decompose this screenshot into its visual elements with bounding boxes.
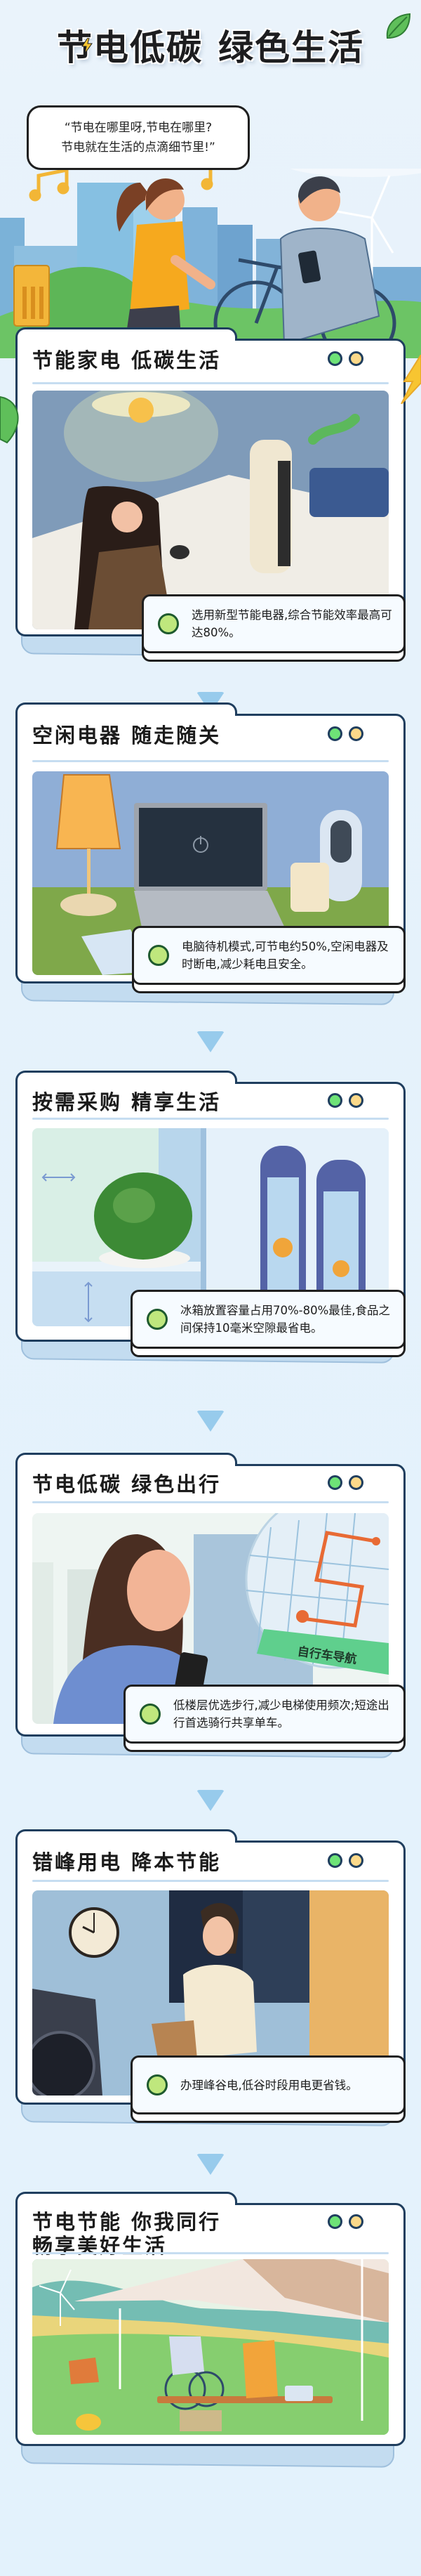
tip-note: 办理峰谷电,低谷时段用电更省钱。 [131,2055,406,2123]
card-off-peak-usage: 错峰用电 降本节能 办理峰谷电,低谷时段用电更省钱。 [15,1829,406,2126]
tip-note: 电脑待机模式,可节电约50%,空闲电器及时断电,减少耗电且安全。 [132,926,406,993]
window-dots [328,351,363,366]
laptop-icon [285,2386,313,2401]
tip-note: 低楼层优选步行,减少电梯使用频次;短途出行首选骑行共享单车。 [123,1685,406,1752]
vertical-arrow-icon [84,1281,93,1323]
music-note-icon [29,169,213,202]
man-figure [203,1916,234,1956]
tip-text: 低楼层优选步行,减少电梯使用频次;短途出行首选骑行共享单车。 [173,1699,389,1730]
card-divider [32,760,389,762]
speech-bubble: “节电在哪里呀,节电在哪里? 节电就在生活的点滴细节里!” [27,105,250,170]
down-arrow-icon [196,1031,225,1052]
card-divider [32,382,389,384]
bullet-dot-icon [148,945,169,966]
window-dots [328,1475,363,1490]
bullet-dot-icon [147,2074,168,2096]
laundry-basket-icon [152,2020,197,2062]
man-taking-selfie-figure [243,2340,278,2398]
green-dot-icon [328,2214,342,2229]
card-title: 错峰用电 降本节能 [32,1850,222,1874]
yellow-dot-icon [349,1853,363,1868]
lightning-bolt-icon [81,38,93,53]
card-buy-on-demand: 按需采购 精享生活 冰箱放 [15,1071,406,1364]
butterfly-icon [76,2414,101,2431]
window-dots [328,1093,363,1108]
card-title: 节电低碳 绿色出行 [32,1472,222,1496]
remote-control-icon [170,545,189,559]
bullet-dot-icon [147,1309,168,1330]
yellow-dot-icon [349,2214,363,2229]
leaf-decoration-icon [0,395,19,444]
card-divider [32,1880,389,1882]
green-dot-icon [328,1093,342,1108]
air-conditioner-icon [309,468,389,517]
tip-text: 电脑待机模式,可节电约50%,空闲电器及时断电,减少耗电且安全。 [182,940,389,971]
tip-note: 冰箱放置容量占用70%-80%最佳,食品之间保持10毫米空隙最省电。 [131,1290,406,1357]
man-with-phone-figure [279,176,380,346]
location-pin-icon [296,1610,309,1623]
wind-turbine-icon [39,2269,75,2326]
card-divider [32,1501,389,1503]
yellow-dot-icon [349,351,363,366]
green-dot-icon [328,1853,342,1868]
bike-navigation-banner [257,1629,389,1675]
tip-text: 冰箱放置容量占用70%-80%最佳,食品之间保持10毫米空隙最省电。 [180,1304,391,1335]
leaf-icon [386,13,411,39]
page-title: 节电低碳绿色生活 [0,20,421,70]
card-illustration [32,391,389,629]
desk-lamp-icon [55,774,121,849]
window-dots [328,726,363,741]
tip-text: 办理峰谷电,低谷时段用电更省钱。 [180,2078,358,2092]
page-title-part1: 节电低碳 [57,27,203,68]
route-line [302,1531,377,1628]
tip-text: 选用新型节能电器,综合节能效率最高可达80%。 [192,608,392,639]
cyclist-figure [169,2336,204,2375]
down-arrow-icon [196,1411,225,1432]
recycle-bin-icon [13,265,50,327]
yellow-dot-icon [349,1475,363,1490]
child-figure [69,2358,99,2384]
light-bulb-icon [128,398,154,423]
card-energy-saving-appliances: 节能家电 低碳生活 选用新型节能电器,综合节能效率最高可达80%。 [15,327,406,662]
green-dot-icon [328,351,342,366]
down-arrow-icon [196,1790,225,1811]
card-illustration [32,2259,389,2435]
page-title-part2: 绿色生活 [218,27,364,68]
card-title: 节电节能 你我同行 畅享美好生活 [32,2210,221,2258]
card-title: 按需采购 精享生活 [32,1090,222,1114]
down-arrow-icon [196,2154,225,2175]
card-green-travel: 节电低碳 绿色出行 自行车导航 [15,1453,406,1758]
lightning-decoration-icon [401,355,421,404]
map-magnifier [245,1513,389,1669]
window-dots [328,2214,363,2229]
bullet-dot-icon [140,1704,161,1725]
card-divider [32,2252,389,2254]
green-dot-icon [328,726,342,741]
card-idle-appliances: 空闲电器 随走随关 电脑待机模式,可节电约50%,空闲电器及时断电,减少耗电且安… [15,702,406,1005]
mug-icon [290,863,329,912]
bullet-dot-icon [158,613,179,634]
card-title-line-1: 节电节能 你我同行 [32,2210,222,2234]
speech-line-2: 节电就在生活的点滴细节里!” [61,140,215,155]
speech-line-1: “节电在哪里呀,节电在哪里? [64,121,213,135]
card-title: 节能家电 低碳生活 [32,348,222,372]
card-divider [32,1118,389,1120]
horizontal-arrow-icon [41,1173,76,1182]
yellow-dot-icon [349,1093,363,1108]
tip-note: 选用新型节能电器,综合节能效率最高可达80%。 [142,594,406,662]
window-dots [328,1853,363,1868]
card-closing: 节电节能 你我同行 畅享美好生活 [15,2192,406,2468]
yellow-dot-icon [349,726,363,741]
battery-box-icon [180,2410,222,2431]
card-title: 空闲电器 随走随关 [32,724,222,747]
hero-illustration [0,169,421,358]
green-dot-icon [328,1475,342,1490]
